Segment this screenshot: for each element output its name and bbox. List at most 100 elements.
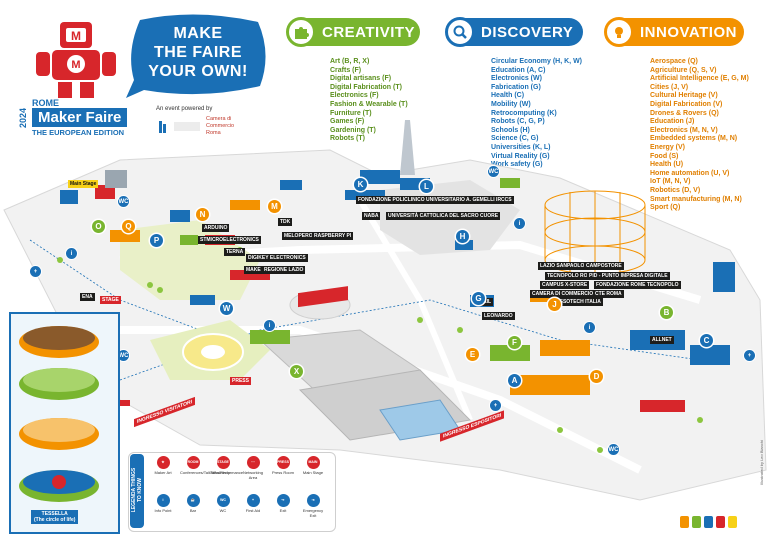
creativity-list: Art (B, R, X) Crafts (F) Digital artisan… — [330, 58, 420, 144]
list-item: Agriculture (Q, S, V) — [650, 66, 717, 74]
venue-label: LAZIO SANPAOLO — [538, 262, 587, 270]
list-item: Cities (J, V) — [650, 83, 689, 91]
wc-icon[interactable]: WC — [118, 350, 129, 361]
venue-label: ASSOTECH ITALIA — [554, 298, 603, 306]
area-pin-k[interactable]: K — [354, 178, 367, 191]
area-pin-q[interactable]: Q — [122, 220, 135, 233]
list-item: Robotics (D, V) — [650, 186, 701, 194]
legend-label: Emergency Exit — [302, 508, 324, 518]
maker-robot-logo: M M — [36, 22, 116, 98]
list-item: Energy (V) — [650, 143, 686, 151]
venue-label: CAMERA DI COMMERCIO DI ROMA — [530, 290, 619, 298]
legend-item: +First Aid — [240, 494, 266, 514]
area-pin-m[interactable]: M — [268, 200, 281, 213]
legend-label: Info Point — [154, 508, 172, 513]
list-item: Food (S) — [650, 152, 679, 160]
network-icon: ⋯ — [246, 456, 260, 469]
venue-label: FONDAZIONE ROME TECNOPOLO — [594, 281, 681, 289]
star-icon: ★ — [156, 456, 170, 469]
area-pin-e[interactable]: E — [466, 348, 479, 361]
area-pin-b[interactable]: B — [660, 306, 673, 319]
slogan: MAKE THE FAIRE YOUR OWN! — [134, 24, 262, 81]
area-pin-a[interactable]: A — [508, 374, 521, 387]
list-item: Education (A, C) — [491, 66, 546, 74]
tessella-layers-illustration — [19, 326, 99, 502]
list-item: Fashion & Wearable (T) — [330, 100, 408, 108]
first-aid-icon[interactable]: + — [490, 400, 501, 411]
area-pin-c[interactable]: C — [700, 334, 713, 347]
list-item: Health (U) — [650, 161, 684, 169]
area-pin-h[interactable]: H — [456, 230, 469, 243]
list-item: Circular Economy (H, K, W) — [491, 58, 583, 65]
info-icon[interactable]: i — [264, 320, 275, 331]
mascot — [728, 516, 737, 528]
legend-label: Conferences/Talk/Workshop — [180, 470, 230, 475]
svg-text:M: M — [71, 59, 80, 71]
venue-label: STMICROELECTRONICS — [198, 236, 261, 244]
camera-commercio-logo: Camera di Commercio Roma — [206, 116, 235, 136]
area-pin-d[interactable]: D — [590, 370, 603, 383]
list-item: Electronics (W) — [491, 75, 542, 83]
area-pin-x[interactable]: X — [290, 365, 303, 378]
venue-label: INAIL — [476, 298, 494, 306]
creativity-title: CREATIVITY — [322, 23, 416, 41]
innovation-list: Aerospace (Q) Agriculture (Q, S, V) Arti… — [650, 58, 749, 213]
venue-label: TDK — [278, 218, 293, 226]
lightbulb-icon — [604, 17, 634, 47]
area-pin-n[interactable]: N — [196, 208, 209, 221]
venue-label: ARDUINO — [202, 224, 230, 232]
wc-icon[interactable]: WC — [118, 196, 129, 207]
venue-label: PID - PUNTO IMPRESA DIGITALE — [587, 272, 670, 280]
info-icon[interactable]: i — [514, 218, 525, 229]
area-pin-w[interactable]: W — [220, 302, 233, 315]
list-item: Retrocomputing (K) — [491, 109, 557, 117]
venue-label: DIGIKEY ELECTRONICS — [246, 254, 308, 262]
first-aid-icon[interactable]: + — [30, 266, 41, 277]
list-item: Digital Fabrication (V) — [650, 100, 723, 108]
list-item: Work safety (G) — [491, 161, 543, 169]
legend-title: LEGENDA THINGS TO KNOW — [131, 467, 143, 513]
list-item: IoT (M, N, V) — [650, 178, 691, 186]
magnifier-icon — [445, 17, 475, 47]
legend-item: ⇥Emergency Exit — [300, 494, 326, 518]
innova-logo — [174, 122, 200, 131]
powered-by-logos: Camera di Commercio Roma — [158, 116, 244, 137]
wc-icon: WC — [216, 494, 230, 507]
powered-by: An event powered by — [156, 106, 213, 112]
info-icon[interactable]: i — [584, 322, 595, 333]
list-item: Crafts (F) — [330, 66, 362, 74]
list-item: Sport (Q) — [650, 204, 681, 212]
area-pin-f[interactable]: F — [508, 336, 521, 349]
venue-label: ALLNET — [650, 336, 674, 344]
legend-item: ↪Exit — [270, 494, 296, 514]
list-item: Electronics (F) — [330, 92, 379, 100]
room-icon: ROOM — [186, 456, 200, 469]
area-pin-o[interactable]: O — [92, 220, 105, 233]
area-pin-l[interactable]: L — [420, 180, 433, 193]
legend-label: Exit — [279, 508, 287, 513]
info-icon[interactable]: i — [66, 248, 77, 259]
list-item: Furniture (T) — [330, 109, 372, 117]
area-pin-p[interactable]: P — [150, 234, 163, 247]
slogan-line-1: MAKE — [173, 25, 223, 42]
list-item: Aerospace (Q) — [650, 58, 698, 65]
wc-icon[interactable]: WC — [488, 166, 499, 177]
wc-icon[interactable]: WC — [608, 444, 619, 455]
first-aid-icon: + — [246, 494, 260, 507]
legend-item: ★Maker Art — [150, 456, 176, 476]
area-pin-j[interactable]: J — [548, 298, 561, 311]
slogan-bubble — [126, 14, 266, 98]
list-item: Education (J) — [650, 118, 695, 126]
first-aid-icon[interactable]: + — [744, 350, 755, 361]
credits: Illustrated by Leo Bianchi — [759, 440, 764, 485]
mascot — [716, 516, 725, 528]
list-item: Embedded systems (M, N) — [650, 135, 738, 143]
stage-icon: STAGE — [216, 456, 230, 469]
area-pin-g[interactable]: G — [472, 292, 485, 305]
legend-item: ⋯Networking Area — [240, 456, 266, 480]
